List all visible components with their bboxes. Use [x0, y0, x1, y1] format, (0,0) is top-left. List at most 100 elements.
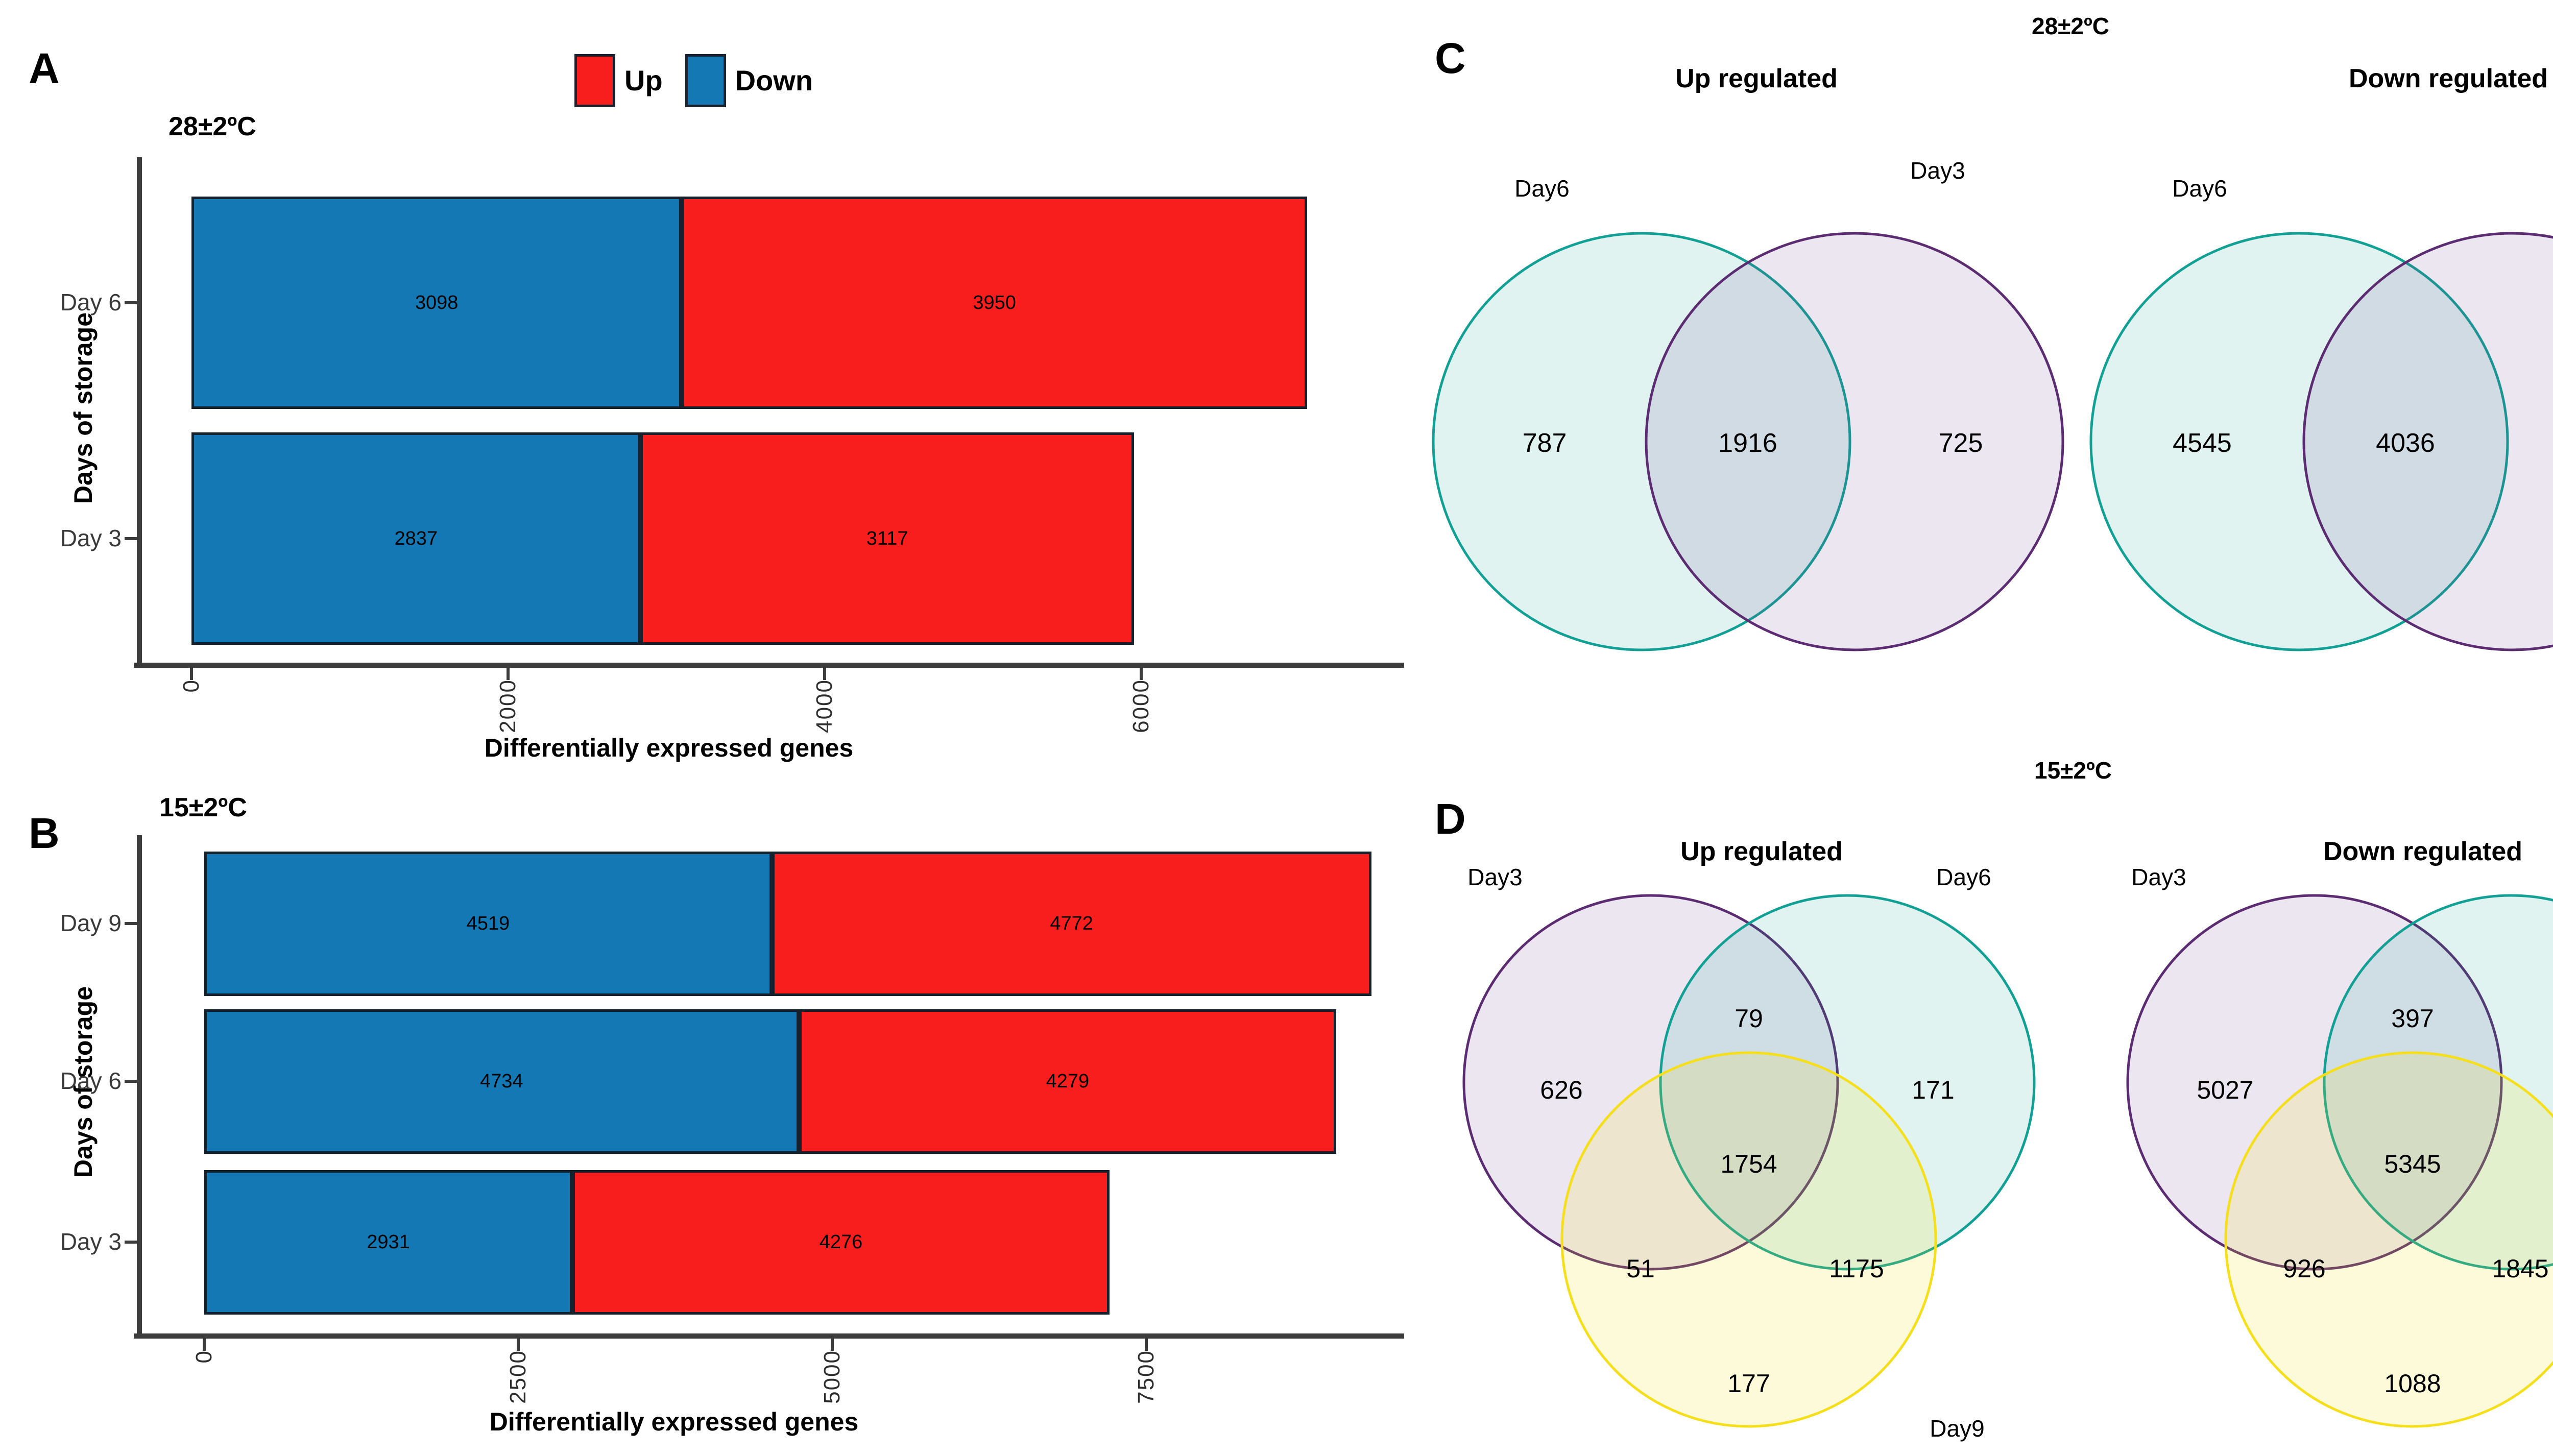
- x-tick-label: 2000: [495, 679, 520, 733]
- bar-value: 4772: [1050, 913, 1093, 934]
- bar-value: 3950: [973, 292, 1016, 313]
- bar-segment-down-day6: 4734: [204, 1009, 799, 1154]
- venn-count-day6-day9: 1175: [1829, 1254, 1884, 1283]
- bar-segment-down-day3: 2837: [191, 432, 641, 645]
- panel-d-down-subtitle: Down regulated: [2323, 837, 2523, 866]
- panel-b-letter: B: [29, 809, 60, 857]
- bar-value: 4279: [1046, 1071, 1090, 1092]
- legend-down-swatch: [685, 54, 726, 107]
- bar-segment-down-day9: 4519: [204, 852, 772, 996]
- panel-d-up-subtitle: Up regulated: [1680, 837, 1843, 866]
- venn-circle-day6: [2089, 232, 2509, 651]
- bar-segment-up-day9: 4772: [772, 852, 1371, 996]
- legend: Up Down: [574, 54, 835, 107]
- bar-segment-up-day3: 3117: [640, 432, 1134, 645]
- y-tick-label: Day 3: [60, 525, 122, 551]
- x-tick: 5000: [818, 1350, 847, 1404]
- panel-c-letter: C: [1435, 34, 1466, 82]
- venn-set-label-day6: Day6: [1936, 864, 1991, 890]
- bar-segment-up-day3: 4276: [572, 1170, 1110, 1315]
- x-tick-label: 5000: [820, 1350, 845, 1404]
- x-tick-label: 0: [191, 1350, 216, 1364]
- venn-count-day3-only: 5027: [2197, 1076, 2253, 1104]
- bar-value: 4519: [466, 913, 510, 934]
- venn-count-day3-only: 626: [1540, 1076, 1582, 1104]
- panel-a-x-axis-title: Differentially expressed genes: [484, 734, 854, 762]
- bar-value: 2837: [394, 527, 438, 549]
- panel-c-up-subtitle: Up regulated: [1675, 64, 1838, 93]
- panel-a-letter: A: [29, 44, 60, 92]
- venn-set-label-day6: Day6: [1514, 175, 1569, 202]
- panel-c-down-subtitle: Down regulated: [2348, 64, 2548, 93]
- x-axis-line: [134, 663, 1404, 668]
- venn-count-day6-day9: 1845: [2492, 1254, 2548, 1283]
- legend-up-swatch: [574, 54, 615, 107]
- x-tick-label: 7500: [1134, 1350, 1159, 1404]
- y-tick-mark: [125, 1241, 137, 1244]
- x-tick: 4000: [810, 679, 839, 733]
- venn-circle-day6: [1432, 232, 1851, 651]
- panel-d-temp-title: 15±2ºC: [2034, 757, 2112, 784]
- venn-circle-day3: [2302, 232, 2553, 651]
- bar-value: 2931: [367, 1231, 410, 1253]
- y-axis-line: [137, 835, 142, 1339]
- venn-circle-day6: [2323, 894, 2553, 1271]
- y-axis-line: [137, 157, 142, 668]
- x-axis-line: [134, 1333, 1404, 1339]
- bar-value: 4734: [480, 1071, 523, 1092]
- bar-segment-up-day6: 4279: [799, 1009, 1337, 1154]
- venn-circle-day9: [2224, 1051, 2553, 1428]
- y-tick-mark: [125, 1080, 137, 1083]
- venn-set-label-day9: Day9: [1930, 1415, 1984, 1442]
- venn-count-day6-only: 787: [1523, 428, 1567, 458]
- bar-segment-down-day3: 2931: [204, 1170, 573, 1315]
- venn-count-center: 1754: [1720, 1150, 1777, 1178]
- y-tick-label: Day 3: [60, 1228, 122, 1255]
- venn-circle-day3: [1645, 232, 2064, 651]
- bar-segment-up-day6: 3950: [682, 197, 1307, 409]
- venn-count-day3-day6: 397: [2391, 1004, 2434, 1033]
- x-tick-mark: [823, 668, 826, 680]
- legend-up-label: Up: [624, 64, 663, 96]
- venn-count-day9-only: 1088: [2384, 1369, 2441, 1398]
- y-tick-label: Day 9: [60, 910, 122, 936]
- y-tick-mark: [125, 301, 137, 304]
- venn-count-day6-only: 171: [1912, 1076, 1954, 1104]
- venn-count-day3-day9: 926: [2283, 1254, 2325, 1283]
- x-tick-label: 4000: [812, 679, 837, 733]
- venn-count-day3-only: 725: [1939, 428, 1983, 458]
- venn-count-overlap: 4036: [2376, 428, 2435, 458]
- venn-circle-day3: [2126, 894, 2503, 1271]
- x-tick-mark: [1140, 668, 1143, 680]
- venn-svg: Day6Day345454036974: [2089, 175, 2553, 651]
- panel-b-title: 15±2ºC: [159, 793, 247, 822]
- panel-a-title: 28±2ºC: [168, 112, 256, 141]
- venn-svg: Day3Day6Day95027441108839792618455345: [2126, 864, 2553, 1428]
- venn-circle-day3: [1462, 894, 1839, 1271]
- x-tick-mark: [831, 1339, 834, 1351]
- venn-count-day9-only: 177: [1727, 1369, 1770, 1398]
- venn-set-label-day3: Day3: [2131, 864, 2186, 890]
- x-tick: 0: [190, 1350, 219, 1363]
- y-tick-label: Day 6: [60, 289, 122, 316]
- x-tick-mark: [203, 1339, 206, 1351]
- panel-b-x-axis-title: Differentially expressed genes: [489, 1408, 859, 1436]
- y-tick-label: Day 6: [60, 1067, 122, 1094]
- venn-count-overlap: 1916: [1718, 428, 1777, 458]
- x-tick-mark: [517, 1339, 520, 1351]
- x-tick: 6000: [1127, 679, 1155, 733]
- x-tick-mark: [190, 668, 193, 680]
- venn-circle-day9: [1560, 1051, 1937, 1428]
- bar-value: 3117: [866, 527, 908, 549]
- bar-value: 4276: [819, 1231, 863, 1253]
- venn-count-day3-day6: 79: [1735, 1004, 1763, 1033]
- x-tick: 0: [177, 679, 206, 692]
- venn-count-day6-only: 4545: [2173, 428, 2232, 458]
- bar-segment-down-day6: 3098: [191, 197, 682, 409]
- x-tick-label: 0: [179, 679, 204, 693]
- panel-c-temp-title: 28±2ºC: [2031, 13, 2110, 39]
- venn-set-label-day3: Day3: [1467, 864, 1522, 890]
- y-tick-mark: [125, 922, 137, 925]
